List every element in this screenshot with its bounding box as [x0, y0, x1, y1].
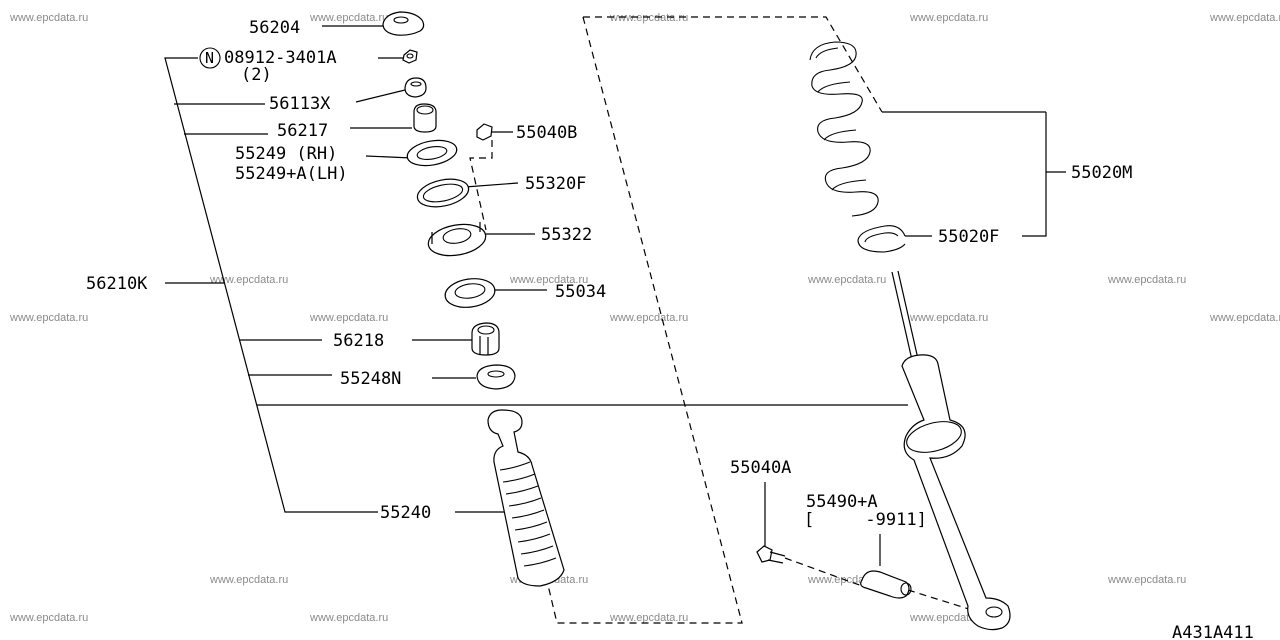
label-55240[interactable]: 55240 — [380, 503, 431, 523]
diagram-code: A431A411 — [1172, 623, 1254, 640]
part-55248n-washer — [476, 364, 516, 390]
part-56217-bushing — [413, 103, 437, 133]
part-56204-cap — [382, 11, 425, 36]
label-55040a[interactable]: 55040A — [730, 458, 791, 478]
part-55020m-coil-spring — [809, 41, 879, 217]
part-55040b-nut — [476, 123, 493, 141]
label-56204[interactable]: 56204 — [249, 18, 300, 38]
label-55490a-range: [ -9911] — [804, 510, 927, 530]
note-symbol: N — [205, 49, 214, 67]
part-55490a-bushing — [860, 570, 912, 599]
watermark: www.epcdata.ru — [9, 12, 88, 24]
label-55034[interactable]: 55034 — [555, 282, 606, 302]
watermark: www.epcdata.ru — [509, 274, 588, 286]
assembly-dashed-outline — [547, 16, 883, 624]
label-55322[interactable]: 55322 — [541, 225, 592, 245]
leader-lines — [164, 25, 1066, 611]
watermark: www.epcdata.ru — [9, 312, 88, 324]
part-56210k-shock-absorber — [891, 270, 1011, 631]
part-55240-dust-boot — [487, 409, 565, 587]
watermark: www.epcdata.ru — [909, 12, 988, 24]
part-55320f-insulator — [416, 178, 470, 208]
watermark: www.epcdata.ru — [609, 312, 688, 324]
label-55020f[interactable]: 55020F — [938, 227, 999, 247]
label-55249-rh[interactable]: 55249 (RH) — [235, 144, 337, 164]
watermark: www.epcdata.ru — [1107, 274, 1186, 286]
watermark: www.epcdata.ru — [1209, 312, 1280, 324]
watermark: www.epcdata.ru — [1209, 12, 1280, 24]
part-55020f-spring-seat — [857, 225, 906, 253]
part-55249-seat — [406, 139, 458, 167]
part-56113x-washer — [404, 77, 427, 98]
watermark: www.epcdata.ru — [309, 12, 388, 24]
watermark: www.epcdata.ru — [9, 612, 88, 624]
label-56217[interactable]: 56217 — [277, 121, 328, 141]
watermark: www.epcdata.ru — [609, 612, 688, 624]
label-56218[interactable]: 56218 — [333, 331, 384, 351]
part-55040a-bolt — [756, 545, 786, 564]
label-55490a[interactable]: 55490+A — [806, 492, 878, 512]
label-56113x[interactable]: 56113X — [269, 94, 331, 114]
label-55320f[interactable]: 55320F — [525, 174, 586, 194]
label-55020m[interactable]: 55020M — [1071, 163, 1132, 183]
watermark: www.epcdata.ru — [807, 274, 886, 286]
watermark: www.epcdata.ru — [209, 274, 288, 286]
part-labels: 56204 08912-3401A (2) 56113X 56217 55249… — [86, 18, 1254, 640]
label-55248n[interactable]: 55248N — [340, 369, 401, 389]
watermarks: www.epcdata.ru www.epcdata.ru www.epcdat… — [9, 12, 1280, 624]
label-55040b[interactable]: 55040B — [516, 123, 577, 143]
label-08912-3401a[interactable]: 08912-3401A — [224, 48, 337, 68]
part-55322-mount — [427, 222, 487, 257]
part-08912-nut — [402, 49, 418, 64]
part-56218-bushing — [471, 322, 500, 356]
watermark: www.epcdata.ru — [309, 312, 388, 324]
label-56210k[interactable]: 56210K — [86, 274, 148, 294]
watermark: www.epcdata.ru — [909, 312, 988, 324]
part-55034-bumper-ring — [444, 278, 496, 308]
note-symbol-circle — [199, 47, 221, 69]
watermark: www.epcdata.ru — [309, 612, 388, 624]
watermark: www.epcdata.ru — [609, 12, 688, 24]
watermark: www.epcdata.ru — [209, 574, 288, 586]
label-08912-quantity: (2) — [241, 65, 272, 85]
label-55249a-lh[interactable]: 55249+A(LH) — [235, 164, 348, 184]
watermark: www.epcdata.ru — [1107, 574, 1186, 586]
